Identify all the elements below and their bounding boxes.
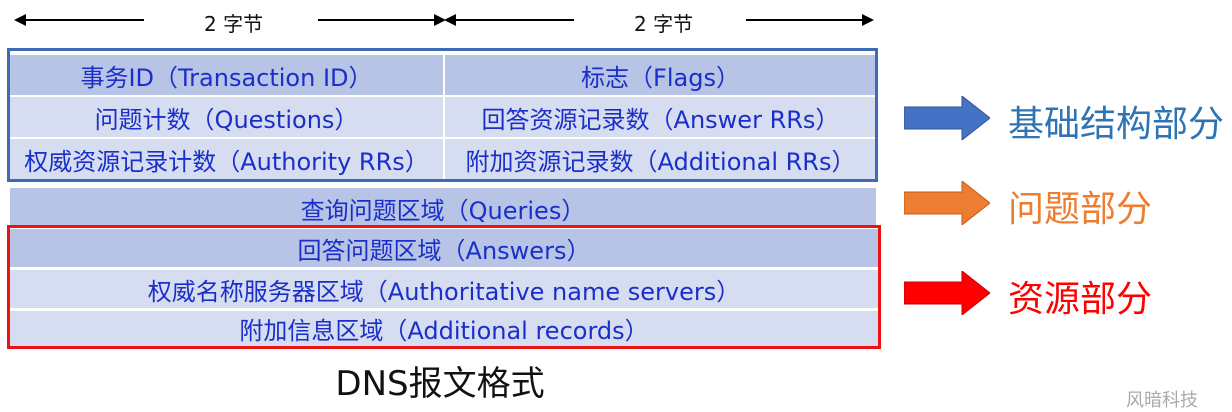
field-additional-rrs: 附加资源记录数（Additional RRs） — [445, 139, 876, 179]
legend-basic-structure: 基础结构部分 — [1008, 104, 1225, 145]
diagram-caption: DNS报文格式 — [335, 364, 545, 404]
resource-row-3: 附加信息区域（Additional records） — [10, 311, 878, 346]
legend-resource-section: 资源部分 — [1008, 279, 1153, 320]
arrow-line — [454, 19, 574, 21]
field-additional-records: 附加信息区域（Additional records） — [10, 311, 878, 346]
arrow-left-icon — [14, 14, 26, 26]
field-answer-rrs: 回答资源记录数（Answer RRs） — [445, 97, 876, 137]
field-queries: 查询问题区域（Queries） — [10, 188, 876, 228]
resource-row-1: 回答问题区域（Answers） — [10, 229, 878, 267]
arrow-left-icon — [444, 14, 456, 26]
arrow-line — [318, 19, 438, 21]
arrow-right-icon — [904, 271, 990, 315]
header-row-2: 问题计数（Questions） 回答资源记录数（Answer RRs） — [10, 97, 876, 137]
watermark: 风暗科技 — [1126, 390, 1198, 411]
arrow-right-icon — [904, 96, 990, 140]
legend-question-section: 问题部分 — [1008, 189, 1153, 230]
field-authority-rrs: 权威资源记录计数（Authority RRs） — [10, 139, 445, 179]
byte-label-right: 2 字节 — [634, 12, 694, 36]
header-frame — [7, 48, 878, 182]
resource-row-2: 权威名称服务器区域（Authoritative name servers） — [10, 270, 878, 308]
arrow-right-icon — [904, 181, 990, 225]
field-authoritative-servers: 权威名称服务器区域（Authoritative name servers） — [10, 270, 878, 308]
field-answers: 回答问题区域（Answers） — [10, 229, 878, 267]
byte-label-left: 2 字节 — [204, 12, 264, 36]
arrow-right-icon — [862, 14, 874, 26]
header-row-1: 事务ID（Transaction ID） 标志（Flags） — [10, 55, 876, 95]
header-row-3: 权威资源记录计数（Authority RRs） 附加资源记录数（Addition… — [10, 139, 876, 179]
resource-frame — [7, 225, 881, 349]
queries-row: 查询问题区域（Queries） — [10, 188, 876, 228]
arrow-right-icon — [434, 14, 446, 26]
field-transaction-id: 事务ID（Transaction ID） — [10, 55, 445, 95]
arrow-line — [24, 19, 144, 21]
arrow-line — [746, 19, 866, 21]
field-questions: 问题计数（Questions） — [10, 97, 445, 137]
field-flags: 标志（Flags） — [445, 55, 876, 95]
